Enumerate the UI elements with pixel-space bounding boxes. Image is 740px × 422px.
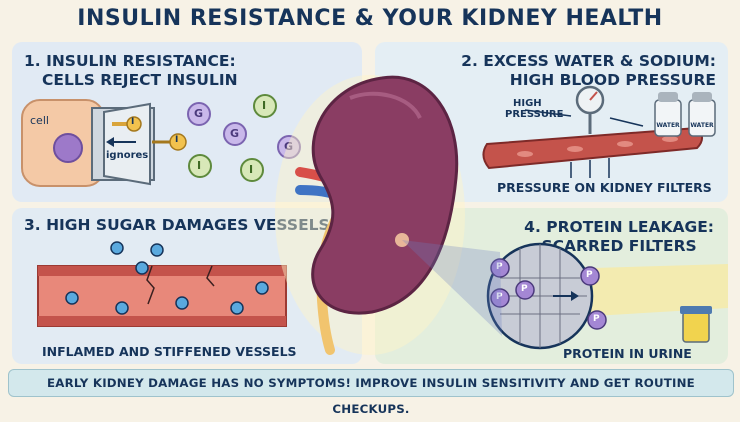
panel1-title-line2: CELLS REJECT INSULIN [42, 71, 238, 89]
panel4-illustration [486, 242, 728, 350]
protein-label: P [586, 270, 593, 280]
panel4-caption: PROTEIN IN URINE [563, 346, 692, 361]
salt-shaker [654, 92, 716, 137]
pressure-arrow [609, 117, 644, 127]
vessel-cracks [146, 265, 215, 305]
cell-nucleus [53, 133, 83, 163]
panel4-title-line1: 4. PROTEIN LEAKAGE: [524, 218, 714, 236]
protein-particles [490, 258, 607, 330]
protein-label: P [496, 292, 503, 302]
magnify-beam [402, 240, 502, 336]
kidney [311, 75, 459, 315]
protein-label: P [496, 262, 503, 272]
panel1-illustration [21, 94, 301, 187]
bottom-banner: EARLY KIDNEY DAMAGE HAS NO SYMPTOMS! IMP… [8, 369, 734, 416]
glucose-molecule [187, 102, 301, 159]
kidney-illustration [275, 75, 502, 355]
shaker-label: WATER [690, 122, 714, 129]
key-letter-door: I [131, 117, 135, 127]
panel2-title: 2. EXCESS WATER & SODIUM: HIGH BLOOD PRE… [461, 52, 716, 90]
panel2-illustration [482, 85, 716, 178]
door-label: ignores [106, 150, 149, 161]
panel1-title: 1. INSULIN RESISTANCE: CELLS REJECT INSU… [24, 52, 238, 90]
pressure-label: HIGH PRESSURE [505, 98, 563, 120]
panel1-title-line1: 1. INSULIN RESISTANCE: [24, 52, 236, 70]
insulin-label: I [262, 99, 267, 112]
page-title: INSULIN RESISTANCE & YOUR KIDNEY HEALTH [77, 6, 663, 31]
glucose-label: G [284, 140, 294, 153]
panel4-title-line2: SCARRED FILTERS [541, 237, 697, 255]
panel-vessel-damage: 3. HIGH SUGAR DAMAGES VESSELS INFLAMED A… [12, 208, 362, 364]
pressure-label-line2: PRESSURE [505, 109, 564, 120]
panel4-title: 4. PROTEIN LEAKAGE: SCARRED FILTERS [524, 218, 714, 256]
panel-insulin-resistance: 1. INSULIN RESISTANCE: CELLS REJECT INSU… [12, 42, 362, 202]
key-letter-outside: I [175, 135, 179, 145]
protein-label: P [593, 314, 600, 324]
cell-label: cell [30, 114, 49, 127]
insulin-label: I [197, 159, 202, 172]
glucose-label: G [194, 107, 204, 120]
panel2-caption: PRESSURE ON KIDNEY FILTERS [497, 180, 712, 195]
insulin-label: I [249, 163, 254, 176]
protein-label: P [521, 284, 528, 294]
pressure-label-line1: HIGH [513, 98, 542, 109]
filter-pressure-arrows [570, 158, 610, 178]
shaker-label: WATER [656, 122, 680, 129]
panel3-illustration [37, 241, 287, 327]
insulin-molecule [188, 94, 277, 182]
panel2-title-line2: HIGH BLOOD PRESSURE [509, 71, 716, 89]
sugar-particles [65, 241, 269, 315]
door-key [112, 122, 128, 126]
pressure-arrow [524, 109, 572, 117]
glucose-label: G [230, 127, 240, 140]
panel2-title-line1: 2. EXCESS WATER & SODIUM: [461, 52, 716, 70]
panel3-title: 3. HIGH SUGAR DAMAGES VESSELS [24, 216, 330, 234]
panel3-caption: INFLAMED AND STIFFENED VESSELS [42, 344, 297, 359]
